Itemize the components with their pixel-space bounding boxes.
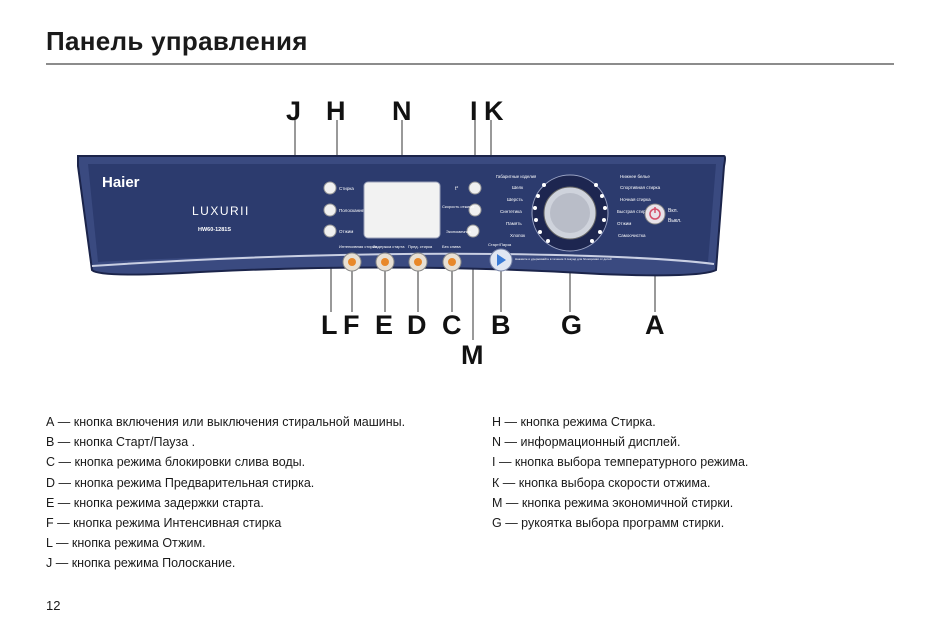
brand-logo: Haier xyxy=(102,174,140,191)
legend-item: В — кнопка Старт/Пауза . xyxy=(46,435,196,450)
program-dial[interactable] xyxy=(531,174,609,252)
button-spin[interactable]: Отжим xyxy=(323,224,353,238)
svg-text:Без слива: Без слива xyxy=(442,244,461,249)
control-panel: Haier LUXURII HW60-1281S Стирка Полоскан… xyxy=(77,155,726,277)
svg-text:Экономичная: Экономичная xyxy=(446,229,471,234)
programs-right: Нижнее белье Спортивная стирка Ночная ст… xyxy=(617,174,661,238)
svg-text:Задержка старта: Задержка старта xyxy=(373,244,405,249)
control-panel-diagram: J H N I K Haier LUXURII HW60-1281S Стирк… xyxy=(77,96,726,370)
button-wash[interactable]: Стирка xyxy=(323,181,354,195)
legend-item: F — кнопка режима Интенсивная стирка xyxy=(46,516,282,531)
button-intensive[interactable]: Интенсивная стирка xyxy=(339,244,378,272)
callout-K: K xyxy=(484,96,504,126)
dial-dots xyxy=(533,183,607,243)
legend-item: М — кнопка режима экономичной стирки. xyxy=(492,495,734,510)
svg-text:Память: Память xyxy=(506,221,522,226)
power-button[interactable]: Вкл. Выкл. xyxy=(644,203,681,225)
svg-text:Нижнее белье: Нижнее белье xyxy=(620,174,650,179)
callout-E: E xyxy=(375,310,393,340)
legend-item: L — кнопка режима Отжим. xyxy=(46,536,206,551)
svg-text:Спортивная стирка: Спортивная стирка xyxy=(620,185,661,190)
info-display xyxy=(363,181,441,239)
button-delay-start[interactable]: Задержка старта xyxy=(373,244,405,272)
callout-G: G xyxy=(561,310,582,340)
series-logo: LUXURII xyxy=(192,204,250,218)
svg-text:t°: t° xyxy=(455,186,458,192)
play-pause-icon xyxy=(497,254,506,266)
svg-text:Синтетика: Синтетика xyxy=(500,209,522,214)
legend-item: Е — кнопка режима задержки старта. xyxy=(46,495,264,510)
callout-I: I xyxy=(470,96,478,126)
svg-text:Старт/Пауза: Старт/Пауза xyxy=(488,242,512,247)
title-divider xyxy=(46,63,894,65)
callout-M: M xyxy=(461,340,484,370)
legend-item: Н — кнопка режима Стирка. xyxy=(492,415,656,429)
svg-text:Интенсивная стирка: Интенсивная стирка xyxy=(339,244,378,249)
callout-N: N xyxy=(392,96,412,126)
svg-text:Хлопок: Хлопок xyxy=(510,233,525,238)
programs-left: Габаритные изделия Шелк Шерсть Синтетика… xyxy=(496,174,536,238)
callout-C: C xyxy=(442,310,462,340)
svg-text:Быстрая стирка: Быстрая стирка xyxy=(617,209,651,214)
button-temperature[interactable]: t° xyxy=(455,181,482,195)
callout-B: B xyxy=(491,310,511,340)
legend-left: А — кнопка включения или выключения стир… xyxy=(46,412,405,574)
svg-text:Скорость отжима: Скорость отжима xyxy=(442,204,475,209)
callout-H: H xyxy=(326,96,346,126)
svg-text:Полоскание: Полоскание xyxy=(339,208,365,213)
legend-right: Н — кнопка режима Стирка. N — информацио… xyxy=(492,412,748,533)
button-eco[interactable]: Экономичная xyxy=(446,224,480,238)
svg-text:Отжим: Отжим xyxy=(617,221,631,226)
svg-text:Выкл.: Выкл. xyxy=(668,218,681,224)
legend-item: А — кнопка включения или выключения стир… xyxy=(46,415,406,429)
svg-text:Отжим: Отжим xyxy=(339,229,353,234)
callout-L: L xyxy=(321,310,338,340)
svg-text:Пред. стирка: Пред. стирка xyxy=(408,244,433,249)
legend-item: D — кнопка режима Предварительная стирка… xyxy=(46,475,315,490)
button-no-drain[interactable]: Без слива xyxy=(442,244,462,272)
legend-item: N — информационный дисплей. xyxy=(492,435,681,450)
callout-F: F xyxy=(343,310,360,340)
svg-text:Шелк: Шелк xyxy=(512,185,523,190)
button-prewash[interactable]: Пред. стирка xyxy=(408,244,433,272)
legend-item: J — кнопка режима Полоскание. xyxy=(46,556,236,571)
callout-D: D xyxy=(407,310,427,340)
legend-item: С — кнопка режима блокировки слива воды. xyxy=(46,455,306,470)
svg-text:Самоочистка: Самоочистка xyxy=(618,233,646,238)
page-title: Панель управления xyxy=(46,26,308,56)
svg-text:Нажмите и удерживайте в течени: Нажмите и удерживайте в течение 3 секунд… xyxy=(515,257,612,261)
callout-J: J xyxy=(286,96,301,126)
svg-text:Вкл.: Вкл. xyxy=(668,208,678,214)
page-number: 12 xyxy=(46,598,61,613)
button-start-pause[interactable]: Старт/Пауза Нажмите и удерживайте в тече… xyxy=(488,242,612,272)
svg-text:Шерсть: Шерсть xyxy=(507,197,523,202)
svg-text:Габаритные изделия: Габаритные изделия xyxy=(496,174,536,179)
legend-item: G — рукоятка выбора программ стирки. xyxy=(492,516,725,531)
legend-item: К — кнопка выбора скорости отжима. xyxy=(492,475,711,490)
button-rinse[interactable]: Полоскание xyxy=(323,203,365,217)
legend-item: I — кнопка выбора температурного режима. xyxy=(492,455,749,470)
model-label: HW60-1281S xyxy=(198,227,231,233)
svg-text:Стирка: Стирка xyxy=(339,186,354,191)
callout-A: A xyxy=(645,310,665,340)
button-spin-speed[interactable]: Скорость отжима xyxy=(442,203,482,217)
svg-text:Ночная стирка: Ночная стирка xyxy=(620,197,651,202)
